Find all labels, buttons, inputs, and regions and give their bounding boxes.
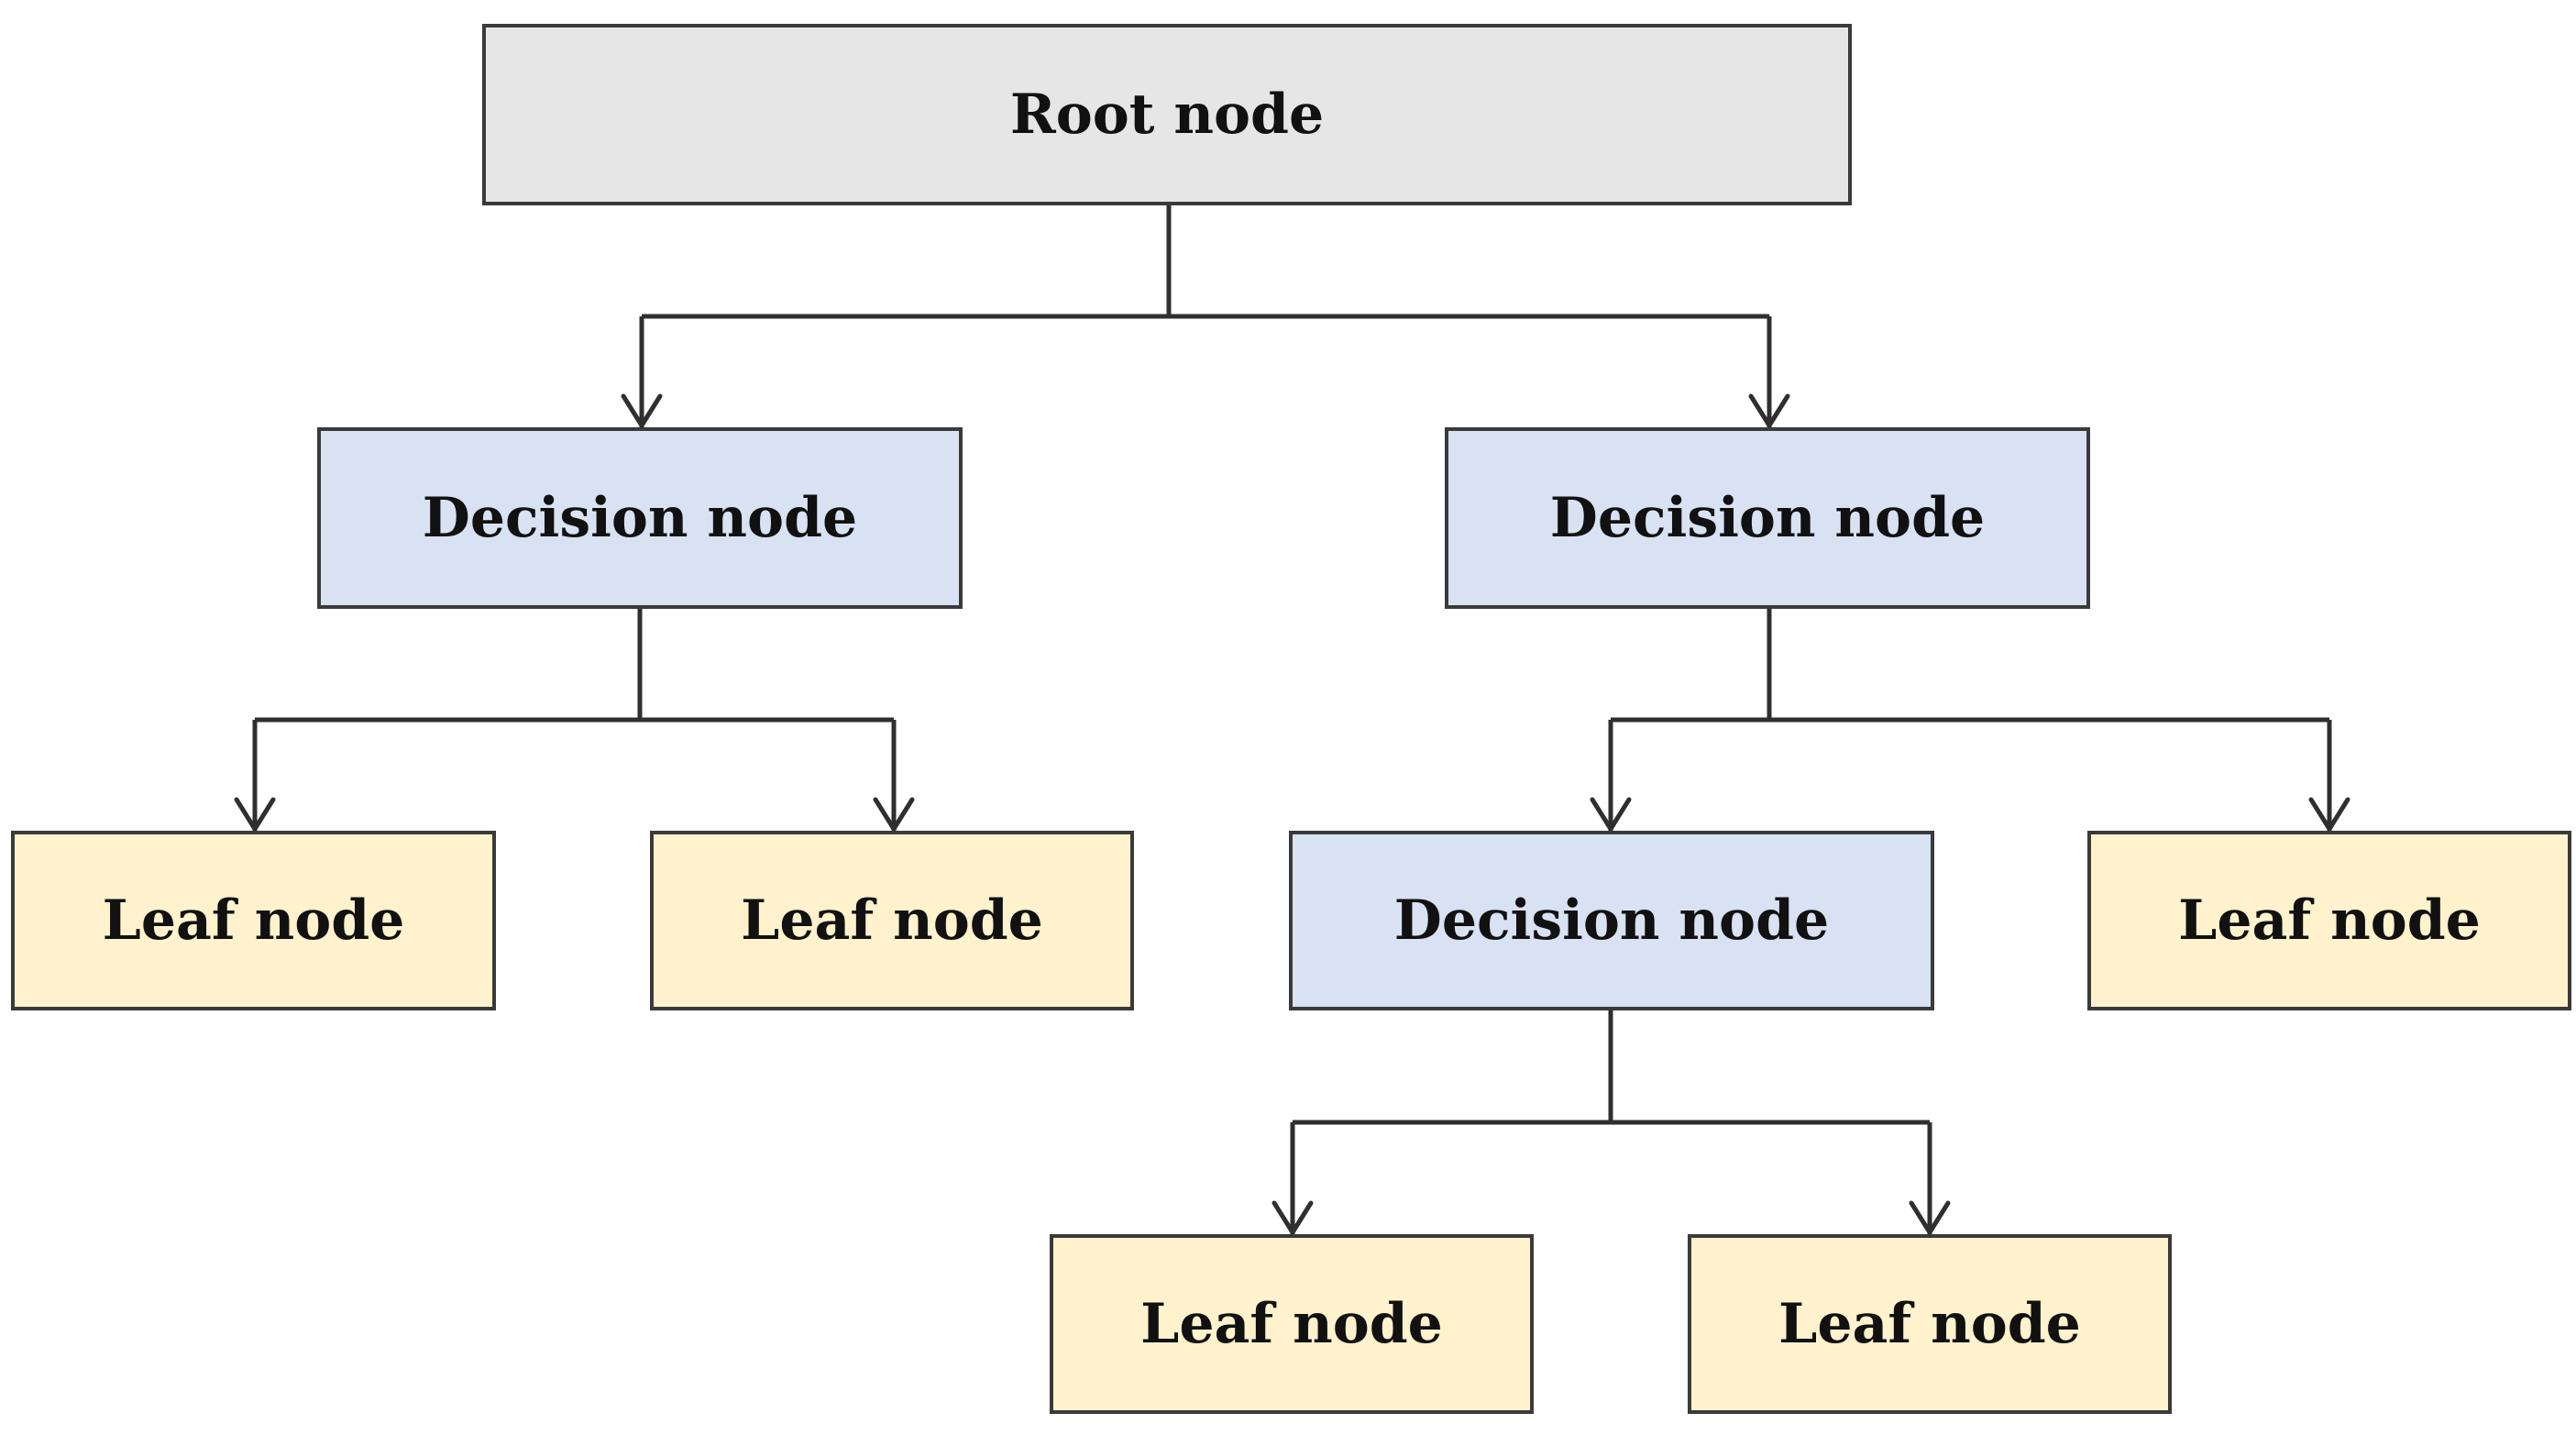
decision-node-box [317,427,963,609]
arrow-head-icon [1271,1200,1314,1235]
arrow-head-icon [1909,1200,1951,1235]
leaf-node-leaf-left-1: Leaf node [11,831,496,1010]
arrow-head-icon [234,797,276,832]
leaf-node-box [1050,1234,1534,1414]
leaf-node-label: Leaf node [1778,1292,2081,1356]
decision-node-box [1445,427,2090,609]
leaf-node-box [2087,831,2571,1010]
arrow-head-icon [621,393,663,428]
leaf-node-leaf-bottom-2: Leaf node [1688,1234,2172,1414]
arrow-head-icon [873,797,915,832]
decision-node-label: Decision node [423,486,857,550]
decision-node-box [1289,831,1934,1010]
leaf-node-label: Leaf node [103,889,405,953]
decision-node-decision-right: Decision node [1445,427,2090,609]
root-node-root: Root node [482,24,1852,205]
leaf-node-leaf-bottom-1: Leaf node [1050,1234,1534,1414]
leaf-node-box [650,831,1134,1010]
arrow-head-icon [1590,797,1632,832]
decision-node-label: Decision node [1394,889,1829,953]
arrow-head-icon [2308,797,2350,832]
decision-node-decision-mid: Decision node [1289,831,1934,1010]
leaf-node-label: Leaf node [741,889,1043,953]
leaf-node-leaf-left-2: Leaf node [650,831,1134,1010]
leaf-node-box [1688,1234,2172,1414]
decision-node-decision-left: Decision node [317,427,963,609]
leaf-node-label: Leaf node [1140,1292,1443,1356]
decision-node-label: Decision node [1550,486,1985,550]
arrow-head-icon [1748,393,1790,428]
leaf-node-box [11,831,496,1010]
root-node-label: Root node [1010,83,1324,147]
connectors-layer [234,204,2350,1235]
leaf-node-label: Leaf node [2178,889,2481,953]
leaf-node-leaf-right: Leaf node [2087,831,2571,1010]
root-node-box [482,24,1852,205]
